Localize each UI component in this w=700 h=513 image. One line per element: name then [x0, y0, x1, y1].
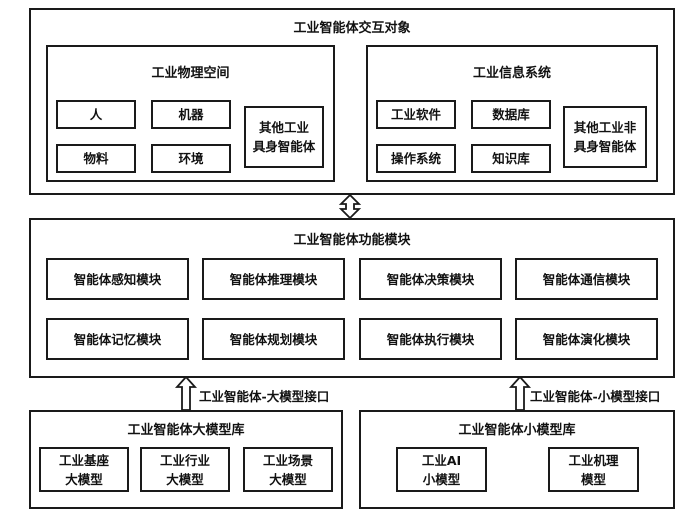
module-reasoning: 智能体推理模块	[202, 258, 345, 300]
physical-item-environment: 环境	[151, 144, 231, 173]
info-item-database: 数据库	[471, 100, 551, 129]
industry-large-model: 工业行业 大模型	[140, 447, 230, 492]
interaction-objects-title: 工业智能体交互对象	[293, 21, 411, 36]
foundation-large-model: 工业基座 大模型	[39, 447, 129, 492]
info-item-industrial-software: 工业软件	[376, 100, 456, 129]
module-perception: 智能体感知模块	[46, 258, 189, 300]
physical-item-person: 人	[56, 100, 136, 129]
ai-small-model: 工业AI 小模型	[396, 447, 487, 492]
small-model-library-title: 工业智能体小模型库	[458, 423, 576, 438]
physical-item-material: 物料	[56, 144, 136, 173]
info-item-knowledge-base: 知识库	[471, 144, 551, 173]
module-execution: 智能体执行模块	[359, 318, 502, 360]
info-system-title: 工业信息系统	[472, 66, 551, 81]
other-embodied-agents: 其他工业 具身智能体	[244, 106, 324, 168]
physical-space-title: 工业物理空间	[151, 66, 230, 81]
small-model-interface-label: 工业智能体-小模型接口	[530, 389, 661, 404]
scenario-large-model: 工业场景 大模型	[243, 447, 333, 492]
module-memory: 智能体记忆模块	[46, 318, 189, 360]
up-arrow-small-model	[508, 375, 532, 411]
bidirectional-arrow	[338, 193, 362, 220]
module-evolution: 智能体演化模块	[515, 318, 658, 360]
other-non-embodied-agents: 其他工业非 具身智能体	[563, 106, 647, 168]
physical-item-machine: 机器	[151, 100, 231, 129]
mechanism-model: 工业机理 模型	[548, 447, 639, 492]
module-decision: 智能体决策模块	[359, 258, 502, 300]
large-model-interface-label: 工业智能体-大模型接口	[199, 389, 330, 404]
info-item-operating-system: 操作系统	[376, 144, 456, 173]
large-model-library-title: 工业智能体大模型库	[127, 423, 245, 438]
function-modules-title: 工业智能体功能模块	[293, 233, 411, 248]
module-communication: 智能体通信模块	[515, 258, 658, 300]
module-planning: 智能体规划模块	[202, 318, 345, 360]
up-arrow-large-model	[174, 375, 198, 411]
